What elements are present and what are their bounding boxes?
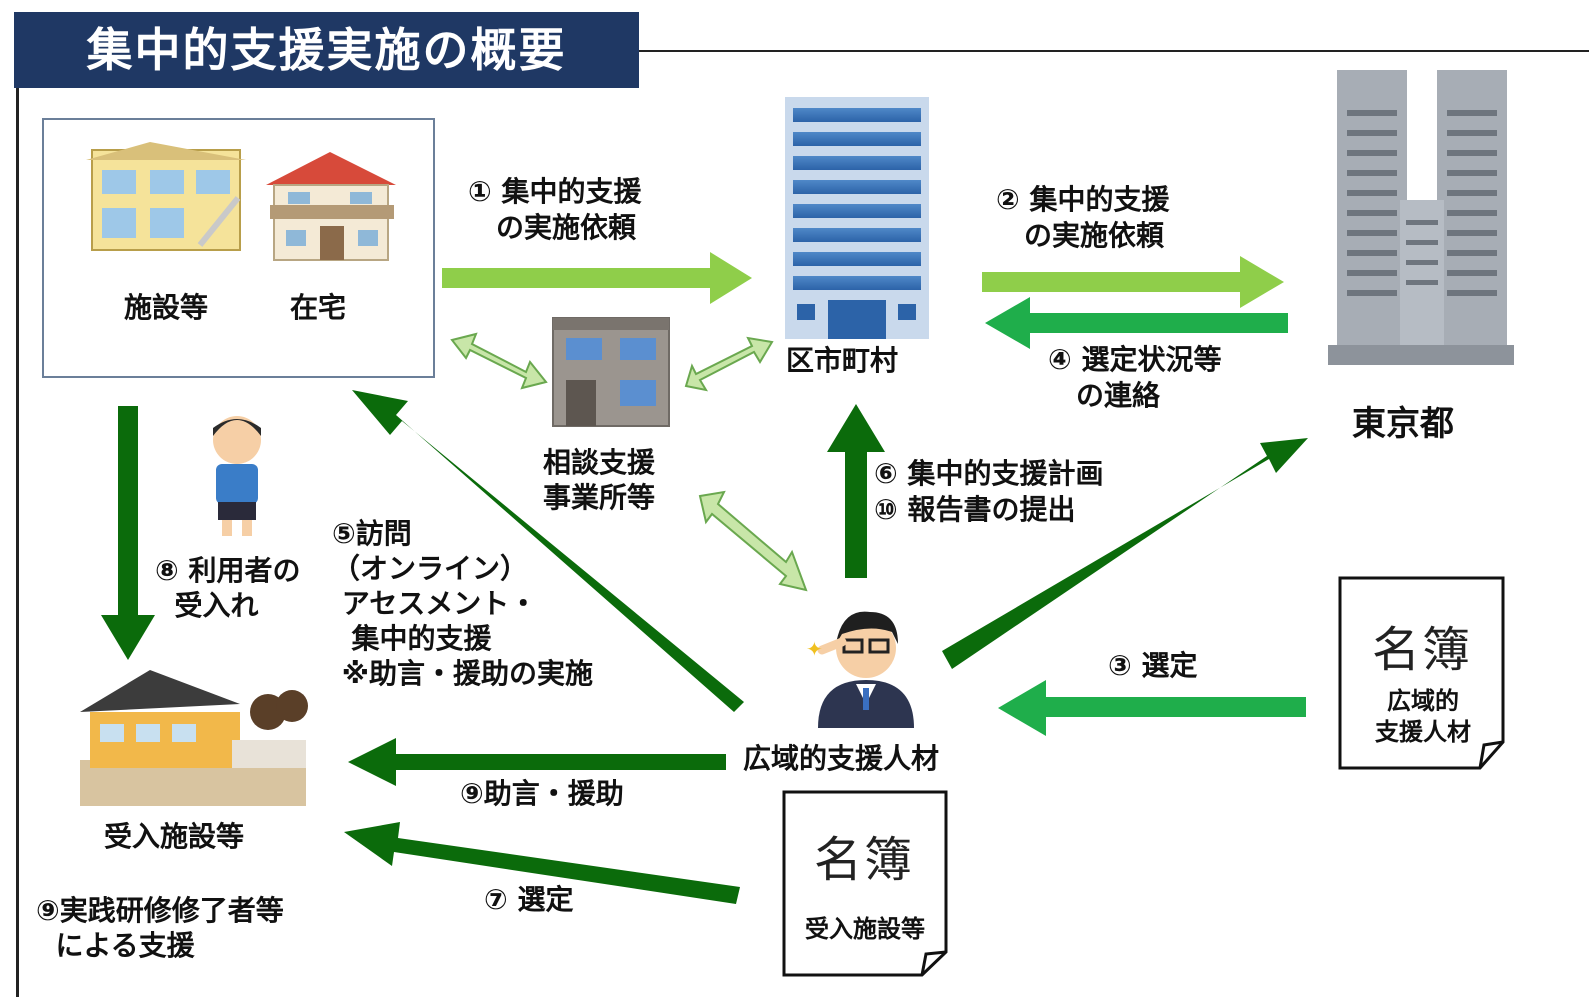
step1-label: ① 集中的支援 の実施依頼 [468, 175, 642, 245]
double-arrow-box-consult [450, 332, 548, 390]
arrow-step7 [344, 822, 740, 904]
register-document-regional [1338, 576, 1505, 770]
arrow-step6-10 [827, 404, 885, 578]
step6-label: ⑥ 集中的支援計画 [874, 457, 1104, 490]
arrow-step2 [982, 256, 1284, 308]
register-document-receiving [782, 790, 948, 977]
node-home-label: 在宅 [290, 291, 347, 324]
step10-label: ⑩ 報告書の提出 [874, 493, 1076, 526]
title-bar [14, 12, 639, 88]
step9-label: ⑨助言・援助 [460, 777, 624, 810]
double-arrow-consult-municipality [684, 336, 774, 392]
step2-label: ② 集中的支援 の実施依頼 [996, 183, 1170, 253]
register-regional-heading: 名簿 [1372, 622, 1473, 678]
arrow-step9 [348, 738, 726, 786]
node-regional-label: 広域的支援人材 [743, 742, 940, 775]
node-facility-label: 施設等 [124, 291, 209, 324]
user-person-icon [213, 416, 261, 536]
consultation-office-icon [552, 317, 670, 427]
node-municipality-label: 区市町村 [786, 344, 899, 377]
page-title: 集中的支援実施の概要 [86, 23, 567, 77]
step5-label: ⑤訪問 （オンライン） アセスメント・ 集中的支援 ※助言・援助の実施 [332, 517, 593, 690]
tokyo-building-icon [1328, 70, 1514, 365]
register-receiving-caption: 受入施設等 [805, 915, 925, 943]
receiving-facility-icon [80, 670, 308, 806]
arrow-step4 [985, 297, 1288, 349]
step9b-label: ⑨実践研修修了者等 による支援 [36, 894, 284, 962]
arrow-step3 [998, 680, 1306, 736]
step8-label: ⑧ 利用者の 受入れ [155, 554, 301, 622]
svg-text:✦: ✦ [806, 637, 823, 661]
step3-label: ③ 選定 [1108, 649, 1198, 682]
register-receiving-heading: 名簿 [814, 832, 915, 888]
node-tokyo-label: 東京都 [1352, 404, 1454, 444]
register-regional-caption: 広域的 支援人材 [1375, 687, 1471, 747]
arrow-step8 [101, 406, 155, 660]
double-arrow-consult-regional [698, 490, 808, 592]
node-receiving-label: 受入施設等 [104, 820, 245, 853]
node-consult-label: 相談支援 事業所等 [543, 446, 656, 514]
step7-label: ⑦ 選定 [484, 883, 574, 916]
frame-top-line [639, 50, 1589, 52]
arrow-step5 [352, 390, 744, 712]
arrow-step1 [442, 252, 752, 304]
arrow-regional-to-tokyo [942, 438, 1308, 669]
home-icon [266, 152, 396, 261]
municipality-building-icon [785, 97, 929, 339]
step4-label: ④ 選定状況等 の連絡 [1048, 343, 1222, 413]
frame-left-line [16, 88, 19, 997]
regional-support-person-icon: ✦ [806, 611, 914, 728]
facility-icon [86, 142, 246, 251]
